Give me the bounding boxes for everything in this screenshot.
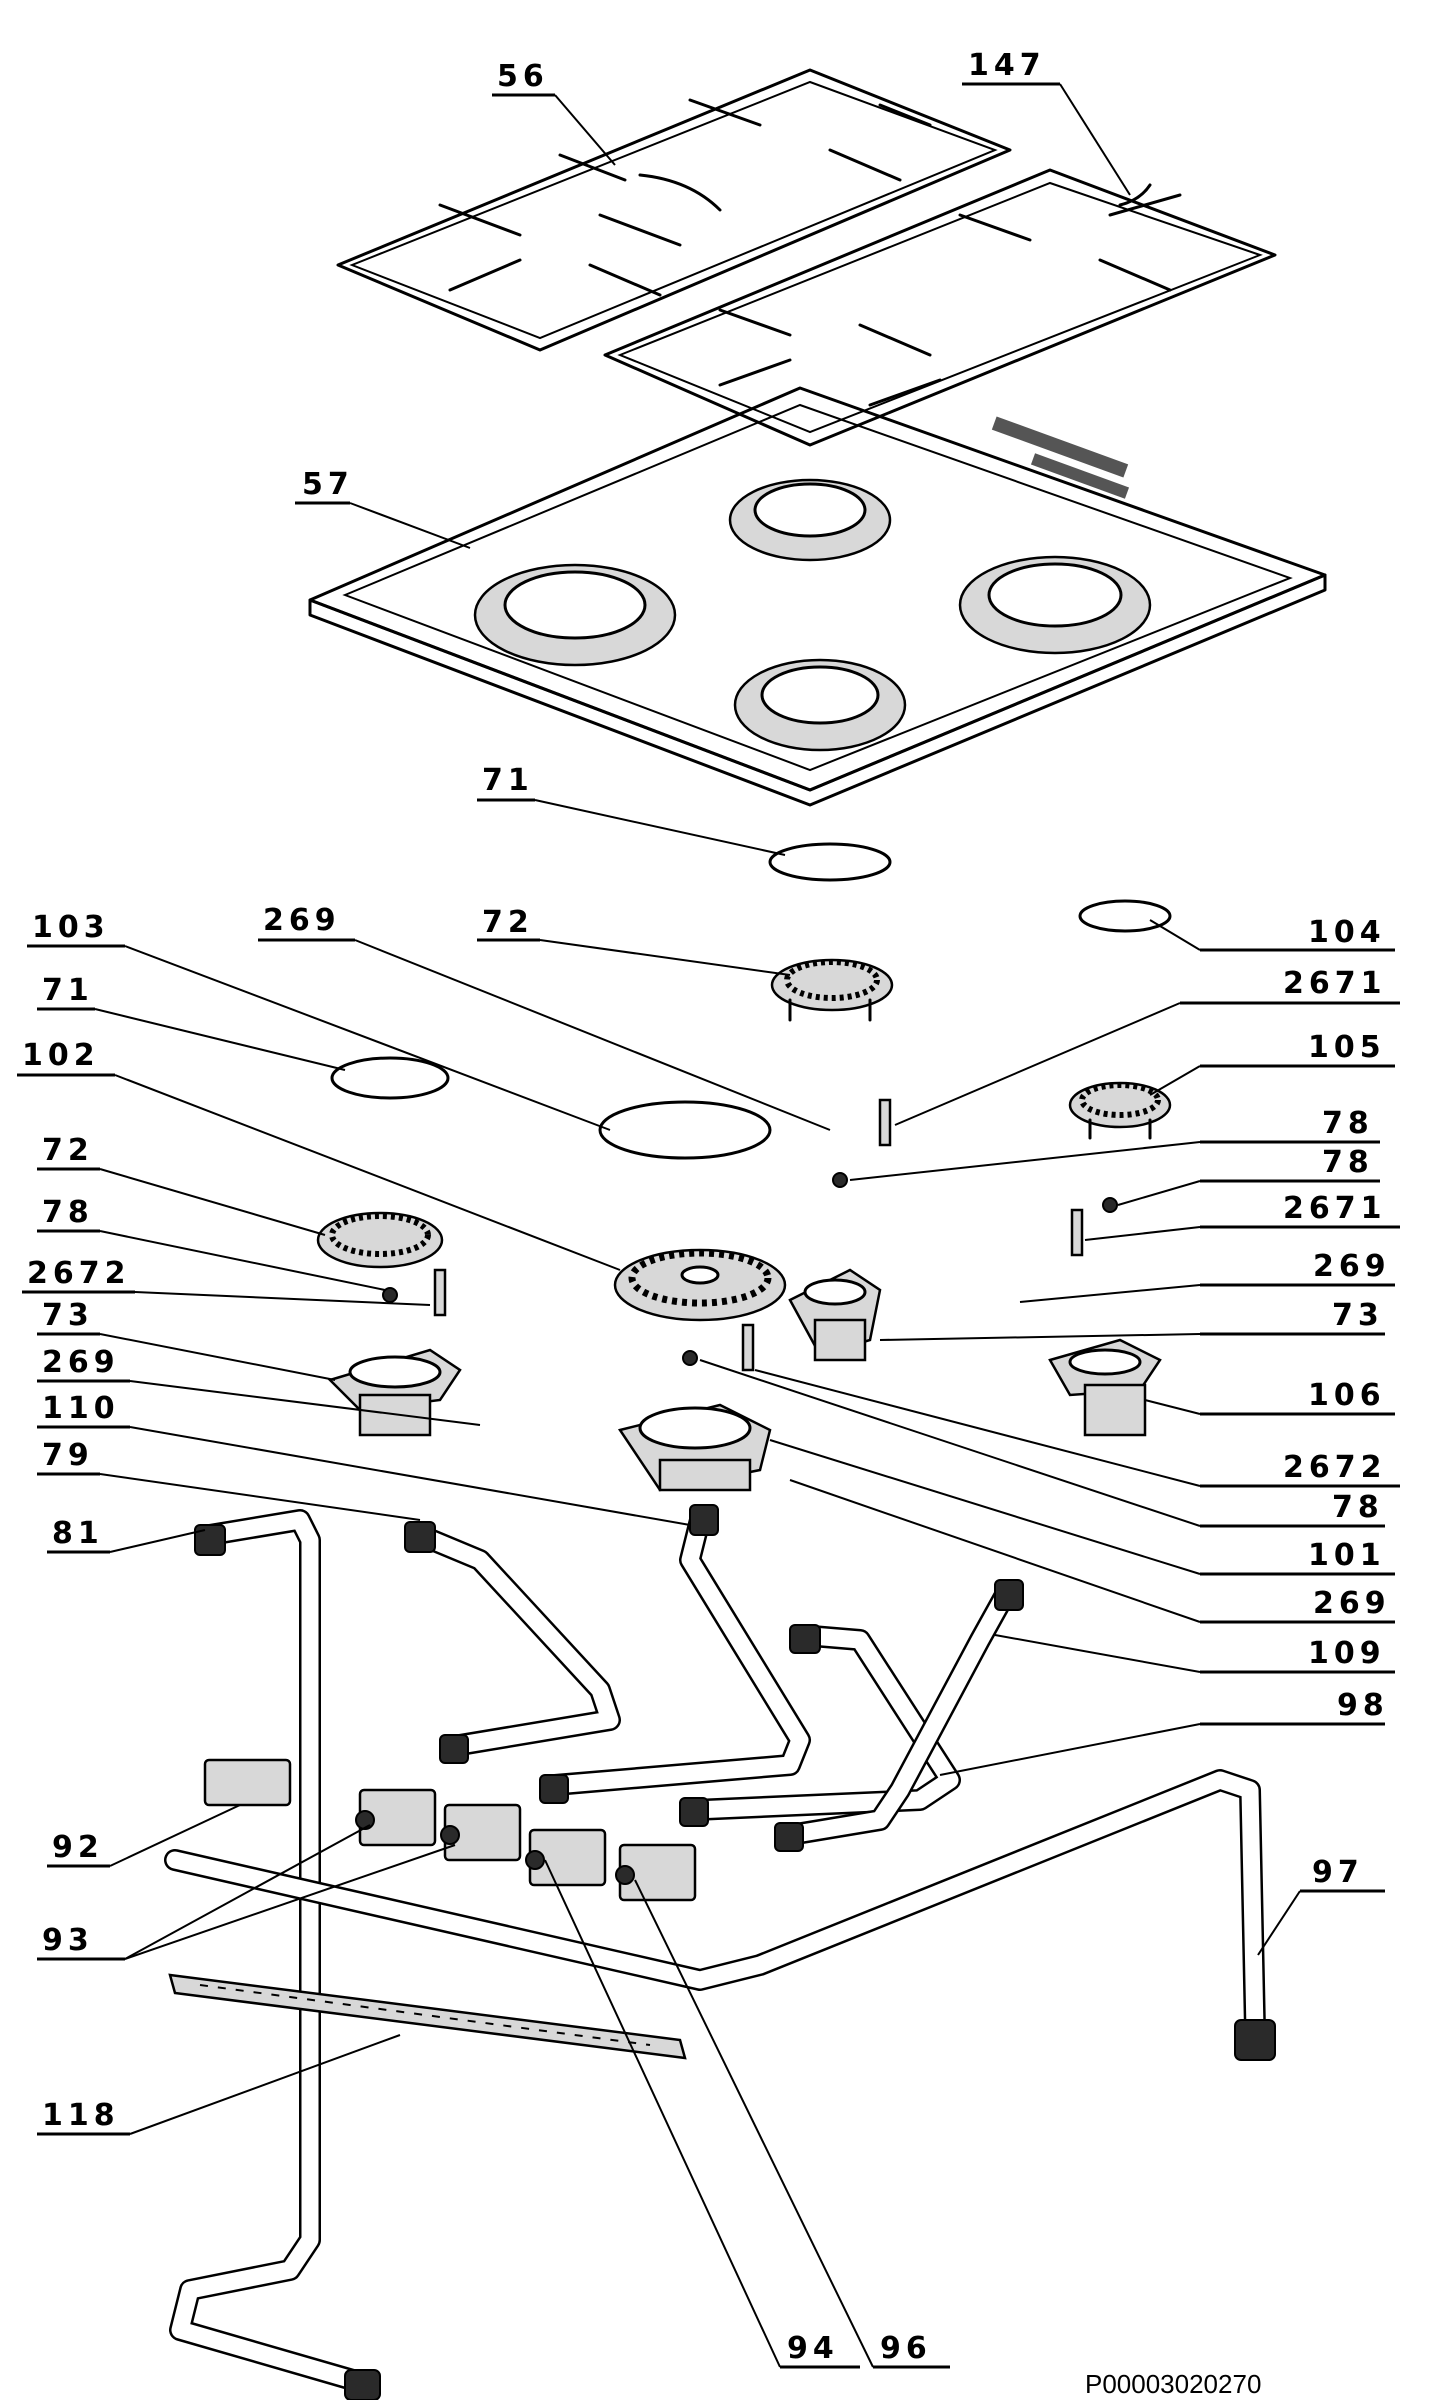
callout-2672-right: 2672 xyxy=(754,1369,1400,1488)
svg-text:110: 110 xyxy=(42,1391,120,1426)
svg-text:96: 96 xyxy=(880,2331,932,2366)
callout-103: 103 xyxy=(27,910,611,1131)
burner-cap-71-left xyxy=(330,1056,450,1100)
svg-text:71: 71 xyxy=(482,763,534,798)
svg-text:71: 71 xyxy=(42,973,94,1008)
callout-57: 57 xyxy=(295,467,471,549)
callout-72-top: 72 xyxy=(477,905,791,976)
callout-105: 105 xyxy=(1149,1030,1395,1096)
callout-81: 81 xyxy=(47,1516,206,1554)
cooktop-plate xyxy=(308,386,1327,807)
callout-97: 97 xyxy=(1257,1855,1385,1956)
pan-support-right xyxy=(603,168,1277,447)
callout-2671-right: 2671 xyxy=(1084,1191,1400,1241)
burner-crown-72-left xyxy=(316,1211,444,1269)
burner-body-101 xyxy=(617,1403,772,1492)
electrodes xyxy=(382,1098,1118,1372)
callout-78-mid: 78 xyxy=(849,1106,1380,1181)
callout-73-right: 73 xyxy=(879,1298,1385,1341)
svg-text:2672: 2672 xyxy=(1283,1450,1387,1485)
svg-text:102: 102 xyxy=(22,1038,100,1073)
svg-text:57: 57 xyxy=(302,467,354,502)
svg-text:72: 72 xyxy=(482,905,534,940)
svg-text:56: 56 xyxy=(497,59,549,94)
svg-text:104: 104 xyxy=(1308,915,1386,950)
burner-body-73-left xyxy=(327,1348,462,1437)
burner-body-106 xyxy=(1048,1338,1162,1437)
callout-147: 147 xyxy=(962,48,1131,196)
svg-text:97: 97 xyxy=(1312,1855,1364,1890)
svg-text:81: 81 xyxy=(52,1516,104,1551)
callout-2671-top: 2671 xyxy=(894,966,1400,1126)
callout-102: 102 xyxy=(17,1038,621,1271)
svg-text:106: 106 xyxy=(1308,1378,1386,1413)
burner-cap-103 xyxy=(598,1100,772,1160)
pipe-fittings xyxy=(194,1504,1276,2400)
callout-72-left: 72 xyxy=(37,1133,326,1236)
callout-110: 110 xyxy=(37,1391,691,1526)
svg-text:79: 79 xyxy=(42,1438,94,1473)
svg-text:2671: 2671 xyxy=(1283,966,1387,1001)
svg-text:269: 269 xyxy=(42,1345,120,1380)
callout-269-low: 269 xyxy=(789,1479,1395,1624)
callout-269-top: 269 xyxy=(258,903,831,1131)
svg-text:269: 269 xyxy=(1313,1586,1391,1621)
callout-93: 93 xyxy=(37,1824,456,1961)
burner-crown-105 xyxy=(1068,1081,1172,1140)
gas-pipes xyxy=(164,1509,1266,2396)
reference-code: P00003020270 xyxy=(1085,2369,1261,2399)
svg-text:73: 73 xyxy=(1332,1298,1384,1333)
svg-text:98: 98 xyxy=(1337,1688,1389,1723)
callout-71-top: 71 xyxy=(477,763,786,856)
svg-text:73: 73 xyxy=(42,1298,94,1333)
callout-79: 79 xyxy=(37,1438,421,1521)
svg-text:78: 78 xyxy=(1322,1106,1374,1141)
svg-text:103: 103 xyxy=(32,910,110,945)
callout-56: 56 xyxy=(492,59,616,166)
svg-text:109: 109 xyxy=(1308,1636,1386,1671)
callout-71-left: 71 xyxy=(37,973,346,1071)
svg-text:2671: 2671 xyxy=(1283,1191,1387,1226)
burner-crown-72-top xyxy=(770,958,894,1022)
svg-text:147: 147 xyxy=(968,48,1046,83)
gas-valves xyxy=(203,1758,697,1902)
svg-text:92: 92 xyxy=(52,1830,104,1865)
valve-rail-118 xyxy=(168,1973,687,2060)
callout-269-left: 269 xyxy=(37,1345,481,1426)
callout-101: 101 xyxy=(769,1439,1395,1576)
svg-text:105: 105 xyxy=(1308,1030,1386,1065)
callout-96: 96 xyxy=(634,1879,950,2369)
burner-cap-104 xyxy=(1078,899,1172,933)
callout-118: 118 xyxy=(37,2034,401,2136)
callout-104: 104 xyxy=(1149,915,1395,952)
burner-crown-102 xyxy=(613,1248,787,1322)
callout-78-right: 78 xyxy=(1117,1145,1380,1206)
callout-109: 109 xyxy=(994,1634,1395,1674)
svg-text:118: 118 xyxy=(42,2098,120,2133)
svg-text:269: 269 xyxy=(263,903,341,938)
callout-73-left: 73 xyxy=(37,1298,336,1381)
svg-text:269: 269 xyxy=(1313,1249,1391,1284)
svg-text:78: 78 xyxy=(42,1195,94,1230)
callout-106: 106 xyxy=(1144,1378,1395,1416)
svg-text:72: 72 xyxy=(42,1133,94,1168)
callout-92: 92 xyxy=(47,1804,241,1868)
svg-text:78: 78 xyxy=(1322,1145,1374,1180)
burner-body-73-right xyxy=(788,1268,882,1362)
svg-text:2672: 2672 xyxy=(27,1256,131,1291)
callout-78-low: 78 xyxy=(699,1359,1385,1528)
svg-text:78: 78 xyxy=(1332,1490,1384,1525)
svg-text:94: 94 xyxy=(787,2331,839,2366)
callout-78-left: 78 xyxy=(37,1195,386,1291)
burner-cap-71-top xyxy=(768,842,892,882)
callout-269-right: 269 xyxy=(1019,1249,1395,1303)
svg-text:93: 93 xyxy=(42,1923,94,1958)
callout-98: 98 xyxy=(939,1688,1389,1776)
svg-text:101: 101 xyxy=(1308,1538,1386,1573)
callout-94: 94 xyxy=(544,1859,860,2369)
pan-support-left xyxy=(336,68,1012,352)
callout-2672-left: 2672 xyxy=(22,1256,431,1306)
